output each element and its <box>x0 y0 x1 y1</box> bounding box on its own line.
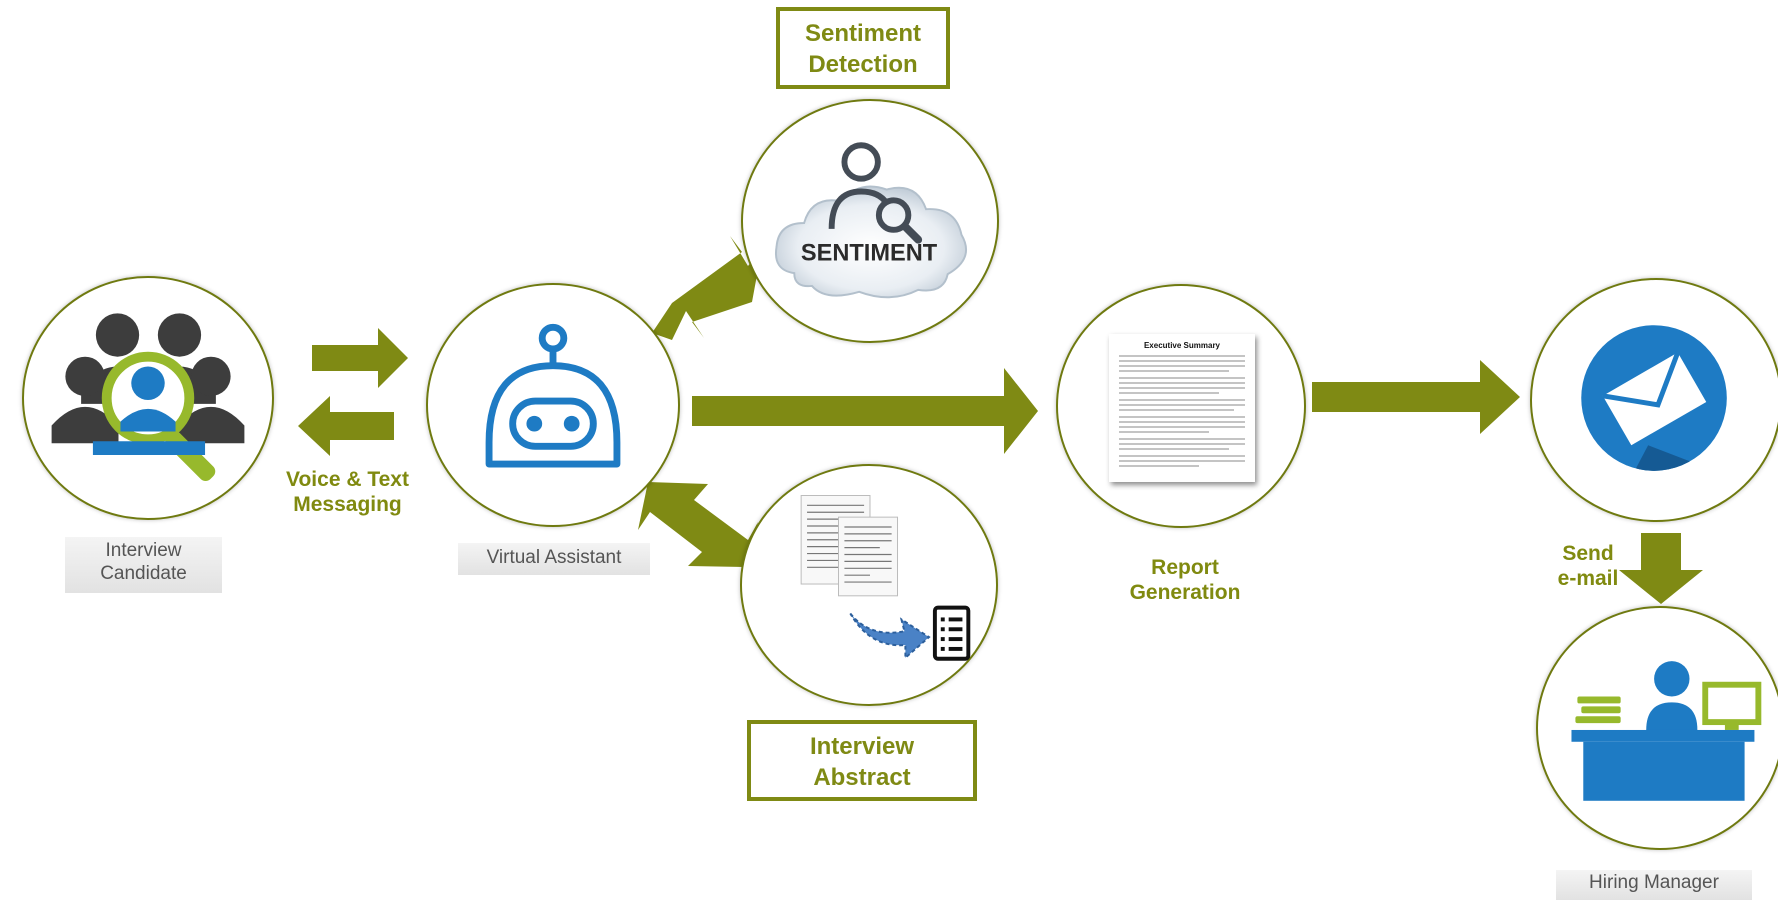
voice-text-line1: Voice & Text <box>286 468 409 491</box>
report-text-lines <box>1119 355 1245 467</box>
sentiment-word: SENTIMENT <box>801 240 938 266</box>
candidate-caption-line2: Candidate <box>100 563 187 584</box>
virtual-assistant-node <box>426 283 680 527</box>
send-email-line2: e-mail <box>1557 567 1619 590</box>
report-document: Executive Summary <box>1109 334 1255 482</box>
arrow-to-report <box>692 368 1038 454</box>
interview-abstract-line1: Interview <box>809 733 915 760</box>
arrow-to-hiring-manager <box>1619 533 1703 604</box>
robot-icon <box>485 323 621 468</box>
candidate-caption-line1: Interview <box>105 540 182 561</box>
hiring-manager-caption: Hiring Manager <box>1556 870 1752 900</box>
arrow-assistant-sentiment <box>652 236 762 340</box>
arrow-to-assistant <box>312 328 408 388</box>
sentiment-detection-label: Sentiment Detection <box>776 7 950 89</box>
report-document-title: Executive Summary <box>1143 341 1221 350</box>
hiring-manager-node <box>1536 606 1778 850</box>
assistant-caption: Virtual Assistant <box>458 543 650 575</box>
arrow-to-candidate <box>298 396 394 456</box>
send-email-label: Send e-mail <box>1548 541 1628 591</box>
interview-abstract-label: Interview Abstract <box>747 720 977 801</box>
report-generation-line1: Report <box>1151 556 1219 579</box>
abstract-node <box>740 464 998 706</box>
email-node <box>1530 278 1778 522</box>
report-generation-label: Report Generation <box>1110 555 1260 605</box>
envelope-icon <box>1581 325 1727 471</box>
sentiment-node: SENTIMENT <box>741 99 999 343</box>
report-generation-line2: Generation <box>1129 581 1241 604</box>
candidate-caption: Interview Candidate <box>65 537 222 593</box>
voice-text-line2: Messaging <box>293 493 402 516</box>
interview-abstract-line2: Abstract <box>813 764 911 791</box>
document-summary-icon <box>800 495 971 661</box>
arrow-assistant-abstract <box>638 482 758 567</box>
send-email-line1: Send <box>1562 542 1614 565</box>
sentiment-detection-line1: Sentiment <box>804 20 921 47</box>
voice-text-label: Voice & Text Messaging <box>270 467 425 517</box>
candidate-node <box>22 276 274 520</box>
report-node: Executive Summary <box>1056 284 1306 528</box>
arrow-to-email <box>1312 360 1520 434</box>
candidate-search-icon <box>51 313 245 482</box>
desk-worker-icon <box>1571 661 1762 801</box>
sentiment-cloud-icon: SENTIMENT <box>774 142 967 299</box>
sentiment-detection-line2: Detection <box>808 51 918 78</box>
